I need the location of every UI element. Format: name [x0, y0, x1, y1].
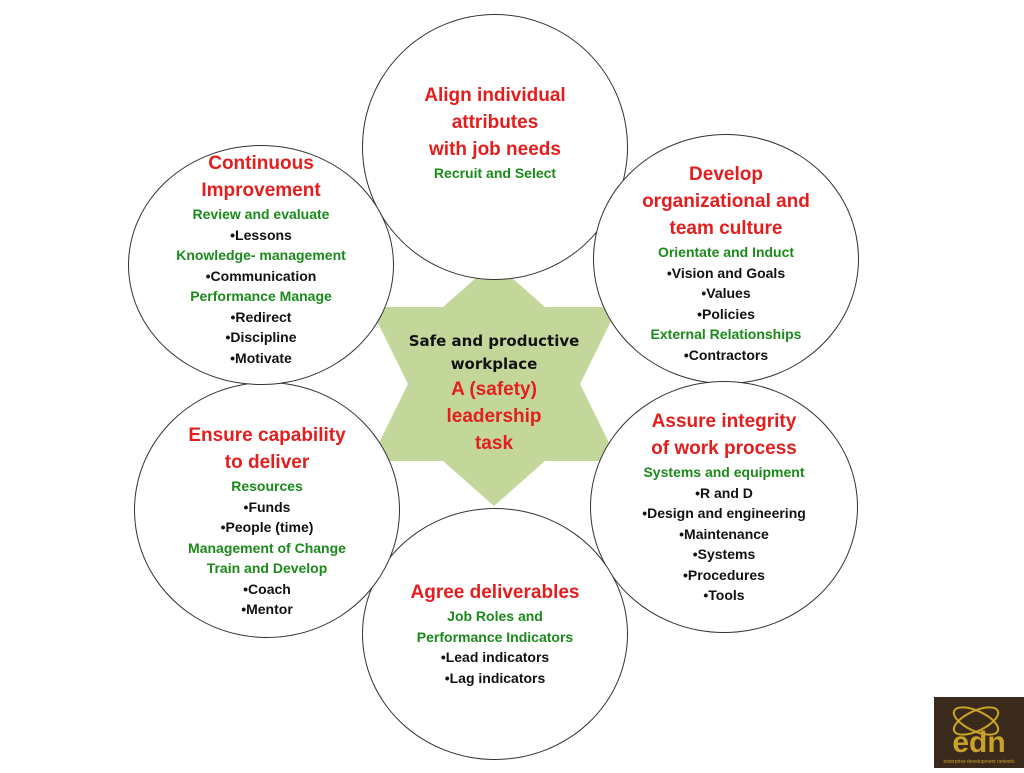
circle-lower-right-line: •Design and engineering [642, 505, 806, 521]
center-title-line2: leadership [446, 406, 542, 427]
circle-upper-left-line: Performance Manage [190, 288, 332, 304]
circle-top-line: Align individual [424, 85, 566, 106]
circle-upper-right-line: External Relationships [650, 326, 802, 342]
circle-bottom-line: Performance Indicators [416, 628, 574, 645]
circle-top-line: with job needs [429, 139, 561, 160]
circle-lower-left-line: to deliver [224, 452, 310, 473]
circle-upper-left-line: •Discipline [225, 329, 297, 345]
circle-upper-right-line: •Vision and Goals [666, 264, 786, 281]
circle-ensure-capability [134, 382, 400, 638]
circle-upper-left-line: Improvement [201, 180, 321, 201]
edn-logo-text: edn [952, 726, 1005, 759]
circle-upper-left-line: •Redirect [230, 308, 292, 325]
circle-lower-right-line: •Tools [703, 587, 745, 603]
circle-upper-right-line: •Policies [697, 305, 755, 322]
center-title-line1: A (safety) [451, 379, 537, 400]
circle-bottom-line: Agree deliverables [410, 582, 580, 603]
circle-lower-left-line: •People (time) [220, 519, 314, 535]
circle-upper-left-line: Review and evaluate [192, 206, 330, 222]
circle-lower-left-line: •Coach [243, 580, 291, 597]
circle-upper-right-line: •Contractors [683, 346, 769, 363]
center-title-line3: task [474, 433, 514, 454]
circle-develop-culture [593, 134, 859, 384]
circle-lower-left-line: Management of Change [188, 539, 346, 556]
circle-lower-right-line: •Procedures [683, 566, 765, 583]
center-label: Safe and productive workplace A (safety)… [394, 330, 594, 457]
circle-lower-right-line: of work process [651, 438, 797, 459]
circle-upper-right-line: •Values [701, 285, 751, 301]
circle-upper-left-line: •Lessons [230, 226, 292, 243]
circle-lower-right-line: •Maintenance [679, 525, 769, 542]
circle-bottom-line: •Lag indicators [444, 669, 546, 686]
edn-logo-tagline: enterprise development network [943, 759, 1015, 765]
circle-lower-left-line: •Mentor [241, 601, 293, 617]
circle-upper-left-line: Continuous [208, 153, 314, 174]
circle-upper-right-line: team culture [669, 218, 783, 239]
circle-lower-right-line: Assure integrity [651, 411, 797, 432]
circle-top-line: Recruit and Select [433, 165, 557, 181]
edn-logo-emblem: edn enterprise development network [943, 706, 1015, 765]
circle-text-top: Align individual attributes with job needs… [385, 82, 605, 184]
circle-lower-right-line: Systems and equipment [643, 464, 805, 480]
circle-continuous-improvement [128, 145, 394, 385]
circle-upper-right-line: Orientate and Induct [657, 244, 795, 260]
center-subtitle-line1: Safe and productive [408, 332, 580, 350]
center-subtitle-line2: workplace [450, 355, 538, 373]
circle-lower-right-line: •Systems [692, 546, 756, 562]
circle-upper-right-line: Develop [689, 164, 763, 185]
circle-lower-left-line: •Funds [243, 498, 291, 515]
circle-bottom-line: Job Roles and [447, 608, 543, 624]
circle-upper-left-line: •Motivate [230, 349, 292, 366]
circle-top-line: attributes [451, 112, 539, 133]
circle-align-attributes [362, 14, 628, 280]
circle-lower-right-line: •R and D [695, 484, 753, 501]
circle-bottom-line: •Lead indicators [440, 649, 550, 665]
edn-logo: edn enterprise development network [934, 697, 1024, 768]
circle-upper-left-line: Knowledge- management [176, 247, 346, 263]
circle-lower-left-line: Ensure capability [188, 425, 346, 446]
circle-assure-integrity [590, 381, 858, 633]
circle-lower-left-line: Train and Develop [206, 560, 328, 576]
hexagram-fill [370, 262, 618, 506]
circle-lower-left-line: Resources [231, 478, 303, 494]
circle-agree-deliverables [362, 508, 628, 760]
circle-upper-left-line: •Communication [205, 267, 317, 284]
circle-upper-right-line: organizational and [642, 191, 810, 212]
